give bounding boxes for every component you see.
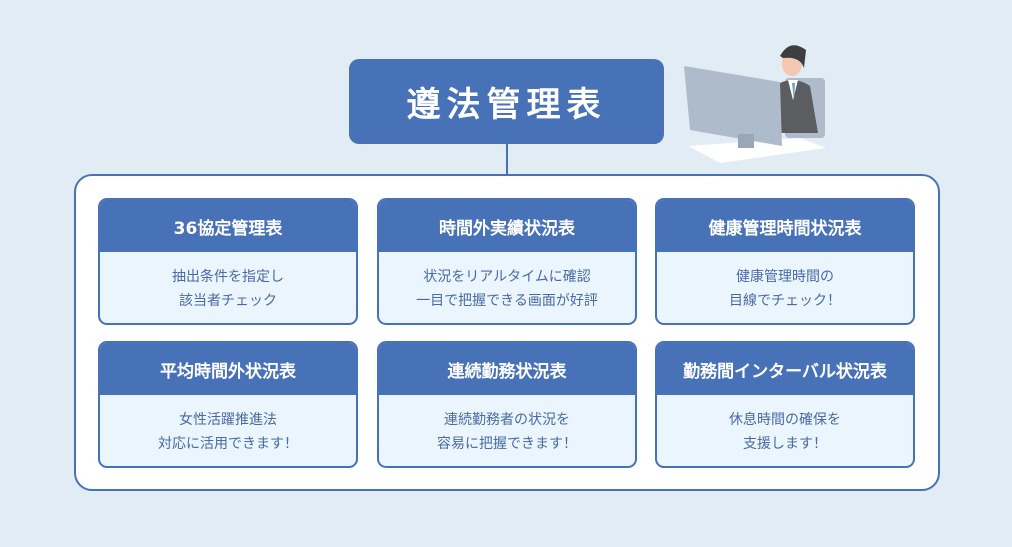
card-description: 休息時間の確保を支援します！ bbox=[657, 395, 913, 466]
card-line: 抽出条件を指定し bbox=[172, 268, 284, 285]
card-36-agreement: 36協定管理表 抽出条件を指定し該当者チェック bbox=[98, 198, 358, 325]
card-line: 該当者チェック bbox=[179, 292, 277, 309]
connector-line bbox=[506, 143, 508, 175]
card-description: 女性活躍推進法対応に活用できます！ bbox=[100, 395, 356, 466]
card-line: 目線でチェック！ bbox=[729, 292, 841, 309]
card-line: 一目で把握できる画面が好評 bbox=[416, 292, 598, 309]
card-title: 健康管理時間状況表 bbox=[657, 200, 913, 252]
card-average-overtime: 平均時間外状況表 女性活躍推進法対応に活用できます！ bbox=[98, 341, 358, 468]
card-line: 健康管理時間の bbox=[736, 268, 834, 285]
card-description: 状況をリアルタイムに確認一目で把握できる画面が好評 bbox=[379, 252, 635, 323]
card-work-interval: 勤務間インターバル状況表 休息時間の確保を支援します！ bbox=[655, 341, 915, 468]
card-description: 連続勤務者の状況を容易に把握できます！ bbox=[379, 395, 635, 466]
card-line: 状況をリアルタイムに確認 bbox=[423, 268, 591, 285]
card-line: 連続勤務者の状況を bbox=[444, 411, 570, 428]
card-title: 平均時間外状況表 bbox=[100, 343, 356, 395]
card-line: 対応に活用できます！ bbox=[158, 435, 298, 452]
card-line: 容易に把握できます！ bbox=[437, 435, 577, 452]
card-description: 健康管理時間の目線でチェック！ bbox=[657, 252, 913, 323]
office-worker-illustration bbox=[684, 45, 826, 163]
card-title: 時間外実績状況表 bbox=[379, 200, 635, 252]
card-health-management-time: 健康管理時間状況表 健康管理時間の目線でチェック！ bbox=[655, 198, 915, 325]
card-title: 36協定管理表 bbox=[100, 200, 356, 252]
card-title: 連続勤務状況表 bbox=[379, 343, 635, 395]
card-title: 勤務間インターバル状況表 bbox=[657, 343, 913, 395]
card-line: 支援します！ bbox=[743, 435, 827, 452]
card-description: 抽出条件を指定し該当者チェック bbox=[100, 252, 356, 323]
main-title: 遵法管理表 bbox=[349, 59, 664, 144]
card-overtime-results: 時間外実績状況表 状況をリアルタイムに確認一目で把握できる画面が好評 bbox=[377, 198, 637, 325]
card-line: 女性活躍推進法 bbox=[179, 411, 277, 428]
card-consecutive-work: 連続勤務状況表 連続勤務者の状況を容易に把握できます！ bbox=[377, 341, 637, 468]
card-line: 休息時間の確保を bbox=[729, 411, 841, 428]
